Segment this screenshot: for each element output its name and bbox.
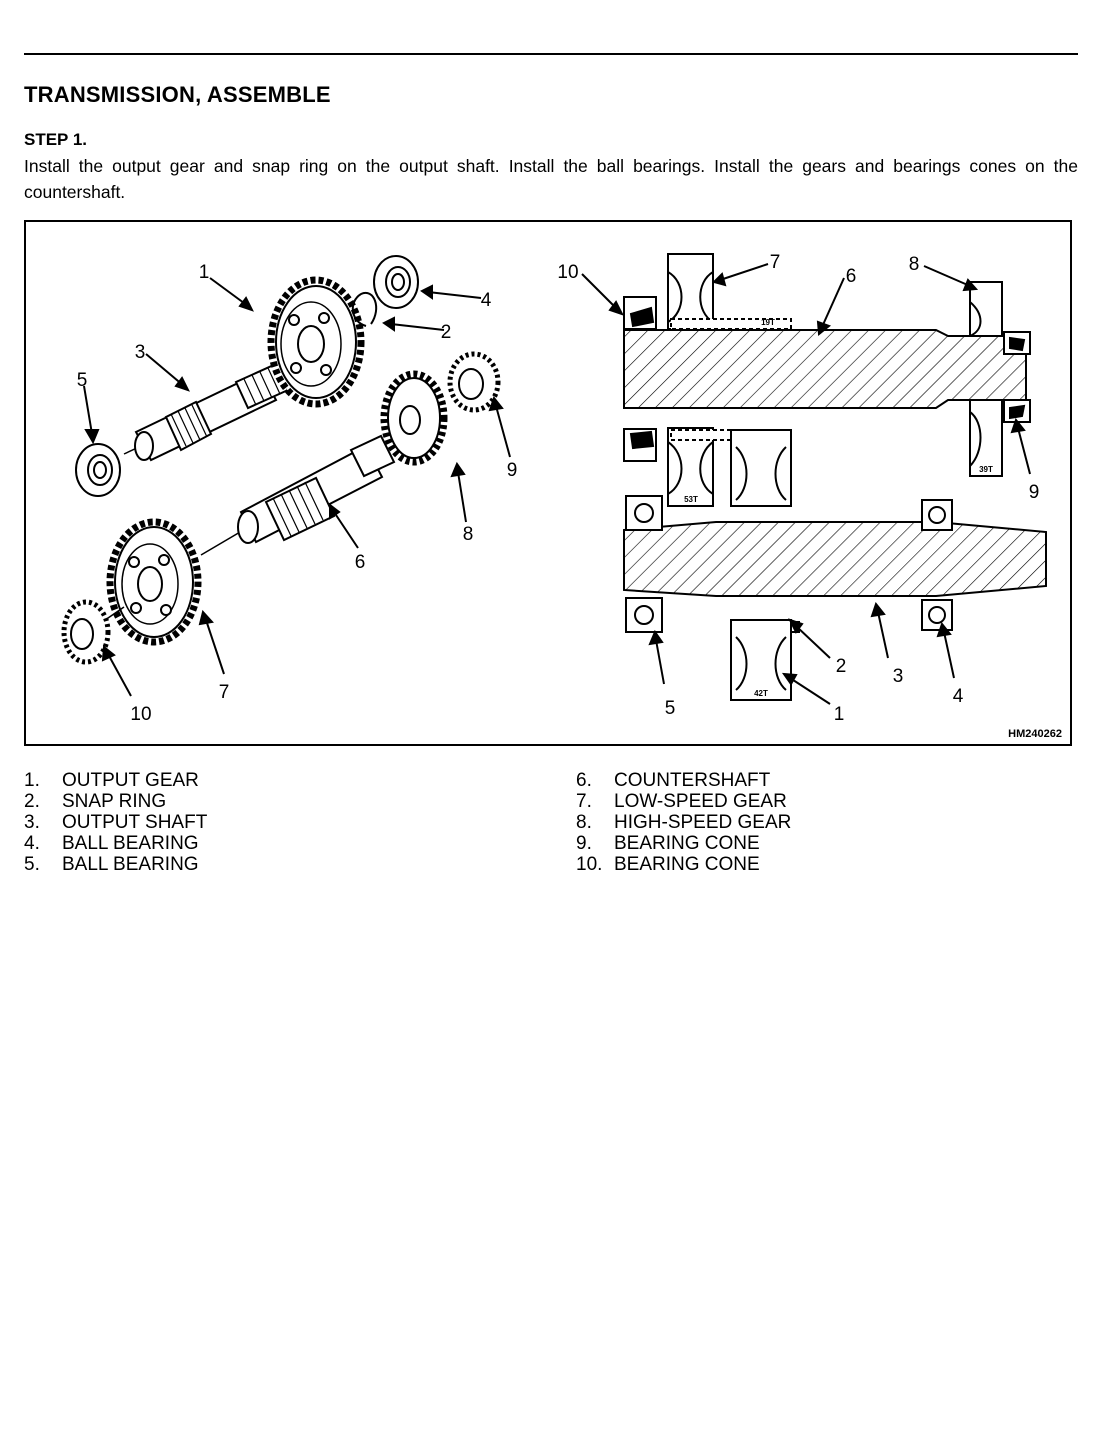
low-speed-gear-drawing (106, 518, 202, 646)
tooth-label-42t: 42T (754, 689, 768, 698)
callout-5-section: 5 (665, 698, 676, 719)
legend-item: 1. OUTPUT GEAR (24, 770, 207, 791)
legend-label: COUNTERSHAFT (614, 770, 771, 791)
gear-53t-section (730, 429, 792, 507)
transmission-illustration: 19T 53T 39T 42T (61, 252, 1047, 725)
callout-9: 9 (507, 460, 518, 481)
callout-2: 2 (441, 322, 452, 343)
bearing-cone-10-section (623, 296, 657, 462)
callout-6: 6 (355, 552, 366, 573)
legend-label: BEARING CONE (614, 854, 760, 875)
legend-label: OUTPUT GEAR (62, 770, 199, 791)
legend-label: SNAP RING (62, 791, 167, 812)
header-rule (24, 53, 1078, 55)
callout-10-section: 10 (557, 262, 578, 283)
bearing-cone-9-drawing (447, 351, 501, 413)
tooth-label-39t: 39T (979, 465, 993, 474)
snap-ring-drawing (351, 291, 378, 327)
callout-3-section: 3 (893, 666, 904, 687)
legend-label: LOW-SPEED GEAR (614, 791, 787, 812)
callout-10: 10 (130, 704, 151, 725)
output-shaft-drawing (123, 362, 290, 462)
legend-item: 4. BALL BEARING (24, 833, 207, 854)
callout-8: 8 (463, 524, 474, 545)
section-view (623, 253, 1047, 701)
ball-bearing-5-section (625, 495, 663, 633)
countershaft-drawing (200, 434, 396, 556)
legend-item: 2. SNAP RING (24, 791, 207, 812)
bearing-cone-9-section (1003, 331, 1031, 423)
legend-number: 9. (576, 833, 592, 854)
tooth-label-19t: 19T (761, 318, 775, 327)
legend-number: 4. (24, 833, 40, 854)
legend-number: 3. (24, 812, 40, 833)
output-gear-section (730, 619, 800, 701)
callout-2-section: 2 (836, 656, 847, 677)
tooth-label-53t: 53T (684, 495, 698, 504)
legend-number: 2. (24, 791, 40, 812)
legend-number: 5. (24, 854, 40, 875)
legend-label: BALL BEARING (62, 854, 199, 875)
ball-bearing-4-drawing (373, 255, 419, 309)
legend-item: 8. HIGH-SPEED GEAR (576, 812, 791, 833)
ball-bearing-4-section (921, 499, 953, 631)
transmission-figure: 19T 53T 39T 42T (24, 220, 1072, 746)
step-instructions: Install the output gear and snap ring on… (24, 156, 1078, 202)
legend-number: 6. (576, 770, 592, 791)
countershaft-section (623, 329, 1027, 409)
callout-5: 5 (77, 370, 88, 391)
callout-8-section: 8 (909, 254, 920, 275)
legend-number: 8. (576, 812, 592, 833)
legend-left: 1. OUTPUT GEAR 2. SNAP RING 3. OUTPUT SHAFT… (24, 770, 207, 875)
exploded-view (61, 255, 501, 665)
legend-number: 1. (24, 770, 40, 791)
figure-id: HM240262 (1008, 728, 1062, 740)
legend-right: 6. COUNTERSHAFT 7. LOW-SPEED GEAR 8. HIGH-S… (576, 770, 791, 875)
step-label: STEP 1. (24, 130, 87, 149)
callout-7-section: 7 (770, 252, 781, 273)
callout-1: 1 (199, 262, 210, 283)
page-title: TRANSMISSION, ASSEMBLE (24, 82, 331, 107)
legend-item: 9. BEARING CONE (576, 833, 791, 854)
callout-3: 3 (135, 342, 146, 363)
callout-6-section: 6 (846, 266, 857, 287)
output-gear-drawing (267, 276, 365, 408)
output-shaft-section (623, 521, 1047, 597)
legend-item: 3. OUTPUT SHAFT (24, 812, 207, 833)
high-speed-gear-section (969, 281, 1003, 477)
callout-9-section: 9 (1029, 482, 1040, 503)
callout-4: 4 (481, 290, 492, 311)
callout-7: 7 (219, 682, 230, 703)
legend-label: HIGH-SPEED GEAR (614, 812, 792, 833)
low-speed-gear-section (667, 253, 792, 507)
legend-label: OUTPUT SHAFT (62, 812, 208, 833)
legend-number: 7. (576, 791, 592, 812)
callout-4-section: 4 (953, 686, 964, 707)
legend-item: 10. BEARING CONE (576, 854, 791, 875)
ball-bearing-5-drawing (75, 443, 121, 497)
legend-number: 10. (576, 854, 603, 875)
legend-label: BEARING CONE (614, 833, 760, 854)
callout-1-section: 1 (834, 704, 845, 725)
high-speed-gear-drawing (380, 370, 448, 466)
bearing-cone-10-drawing (61, 599, 125, 665)
legend-item: 6. COUNTERSHAFT (576, 770, 791, 791)
legend-label: BALL BEARING (62, 833, 199, 854)
legend-item: 7. LOW-SPEED GEAR (576, 791, 791, 812)
legend-item: 5. BALL BEARING (24, 854, 207, 875)
